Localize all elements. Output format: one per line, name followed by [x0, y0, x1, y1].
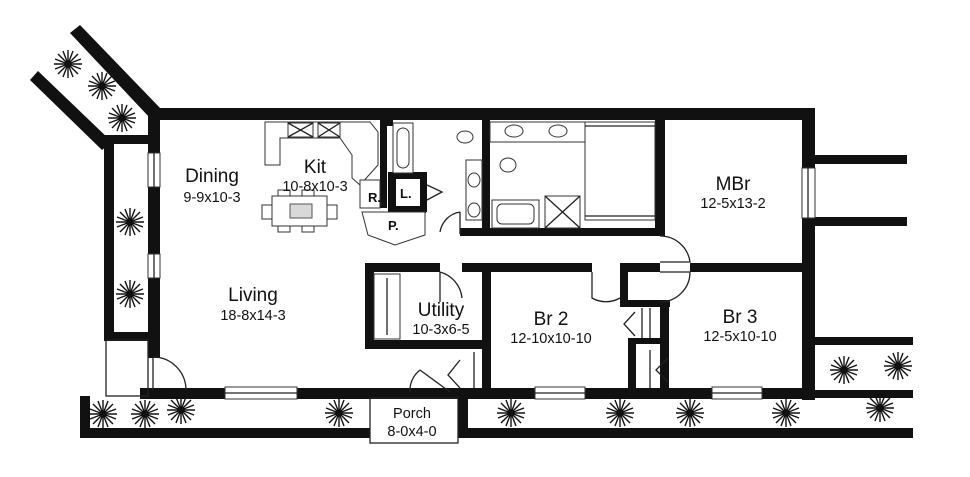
utility-name: Utility	[418, 300, 465, 321]
room-labels: Dining 9-9x10-3 Kit 10-8x10-3 MBr 12-5x1…	[183, 157, 776, 440]
br2-name: Br 2	[534, 309, 569, 330]
utility-fixtures	[373, 273, 401, 340]
interior-walls	[365, 118, 805, 390]
windows	[147, 152, 816, 400]
bath-fixtures	[392, 121, 656, 229]
laundry-label: L.	[400, 186, 412, 201]
porch-name: Porch	[393, 406, 431, 422]
kit-dims: 10-8x10-3	[282, 179, 347, 195]
living-dims: 18-8x14-3	[220, 308, 285, 324]
br3-dims: 12-5x10-10	[703, 329, 776, 345]
porch-dims: 8-0x4-0	[387, 424, 436, 440]
utility-dims: 10-3x6-5	[412, 322, 469, 338]
kitchen-fixtures	[261, 121, 426, 246]
closet-shelves	[473, 308, 651, 388]
living-name: Living	[228, 285, 278, 306]
dining-name: Dining	[185, 166, 239, 187]
br3-name: Br 3	[723, 307, 758, 328]
kit-name: Kit	[304, 157, 327, 178]
br2-dims: 12-10x10-10	[510, 331, 591, 347]
mbr-name: MBr	[716, 174, 752, 195]
doors	[152, 184, 691, 393]
dining-dims: 9-9x10-3	[183, 190, 240, 206]
mbr-dims: 12-5x13-2	[700, 196, 765, 212]
pantry-label: P.	[388, 218, 399, 233]
exterior-walls	[30, 25, 913, 444]
refrigerator-label: R.	[368, 190, 381, 205]
